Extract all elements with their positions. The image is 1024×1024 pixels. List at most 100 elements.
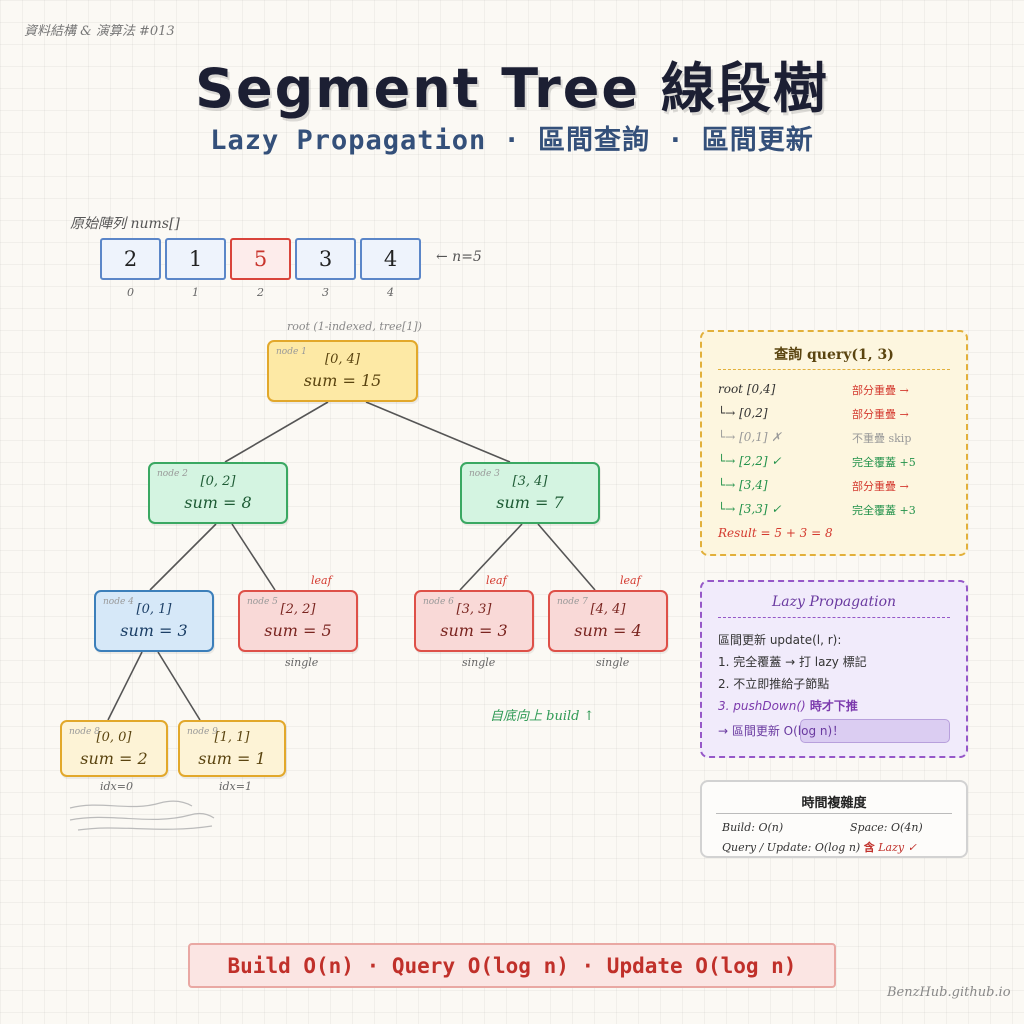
leaf-tag: leaf (486, 574, 507, 587)
idx-tag: idx=1 (219, 780, 252, 793)
node-sum: sum = 7 (496, 493, 564, 512)
tree-node-3: node 3 [3, 4] sum = 7 (460, 462, 600, 524)
lazy-panel-title: Lazy Propagation (771, 594, 897, 610)
array-index: 4 (387, 286, 394, 299)
node-id: node 2 (157, 469, 188, 479)
node-id: node 9 (187, 727, 218, 737)
node-id: node 1 (276, 347, 307, 357)
node-id: node 6 (423, 597, 454, 607)
single-tag: single (285, 656, 319, 669)
build-note: 自底向上 build ↑ (490, 709, 595, 724)
tree-node-7: node 7 [4, 4] sum = 4 (548, 590, 668, 652)
edge-3-6 (459, 523, 523, 591)
query-status: 完全覆蓋 +5 (852, 456, 916, 469)
query-status: 部分重疊 → (852, 480, 909, 493)
node-sum: sum = 5 (264, 621, 332, 640)
complexity-card: 時間複雜度 Build: O(n) Space: O(4n) Query / U… (700, 780, 968, 858)
complexity-build: Build: O(n) (722, 821, 784, 834)
signature: BenzHub.github.io (887, 985, 1011, 1000)
leaf-tag: leaf (620, 574, 641, 587)
series-tag: 資料結構 & 演算法 #013 (24, 24, 175, 39)
node-range: [3, 4] (512, 474, 548, 489)
edge-4-8 (107, 651, 143, 721)
tree-node-6: node 6 [3, 3] sum = 3 (414, 590, 534, 652)
query-panel: 查詢 query(1, 3) root [0,4] 部分重疊 → └→ [0,2… (700, 330, 968, 556)
array-index: 1 (192, 286, 199, 299)
node-id: node 8 (69, 727, 100, 737)
node-range: [0, 4] (325, 352, 360, 367)
divider (718, 369, 950, 370)
node-id: node 7 (557, 597, 588, 607)
node-id: node 3 (469, 469, 500, 479)
complexity-lazy-word: Lazy ✓ (878, 841, 917, 854)
array-label: 原始陣列 nums[] (70, 216, 180, 232)
array-cell-highlighted: 5 (230, 238, 291, 280)
array-index: 3 (322, 286, 329, 299)
divider (718, 617, 950, 618)
node-sum: sum = 1 (198, 748, 266, 768)
tree-node-9: node 9 [1, 1] sum = 1 (178, 720, 286, 777)
edge-2-5 (231, 523, 276, 591)
node-sum: sum = 8 (184, 493, 252, 512)
array-cell: 3 (295, 238, 356, 280)
query-row: └→ [2,2] ✓ 完全覆蓋 +5 (718, 454, 954, 469)
array-index: 2 (257, 286, 264, 299)
edge-1-2 (224, 401, 329, 463)
node-sum: sum = 4 (574, 621, 642, 640)
node-id: node 4 (103, 597, 134, 607)
complexity-lazy-prefix: 含 (863, 841, 875, 854)
sketch-scribble (77, 825, 213, 831)
array-index: 0 (127, 286, 134, 299)
edge-1-3 (365, 401, 511, 463)
tree-node-2: node 2 [0, 2] sum = 8 (148, 462, 288, 524)
node-range: [0, 2] (200, 474, 236, 489)
query-path: └→ [0,2] (718, 406, 768, 420)
node-range: [0, 0] (96, 729, 132, 745)
node-sum: sum = 15 (303, 371, 382, 390)
node-id: node 5 (247, 597, 278, 607)
query-row: └→ [3,3] ✓ 完全覆蓋 +3 (718, 502, 954, 517)
idx-tag: idx=0 (100, 780, 133, 793)
edge-3-7 (537, 523, 596, 591)
array-cell: 2 (100, 238, 161, 280)
query-path: └→ [3,3] ✓ (718, 502, 782, 516)
edge-4-9 (157, 651, 201, 721)
query-result: Result = 5 + 3 = 8 (718, 526, 833, 540)
pushdown-fn: 3. pushDown() (718, 699, 806, 713)
lazy-line: 1. 完全覆蓋 → 打 lazy 標記 (718, 655, 867, 669)
query-status: 完全覆蓋 +3 (852, 504, 916, 517)
single-tag: single (596, 656, 630, 669)
leaf-tag: leaf (311, 574, 332, 587)
sketch-scribble (69, 800, 193, 809)
query-row: └→ [0,1] ✗ 不重疊 skip (718, 430, 954, 445)
node-range: [4, 4] (590, 602, 626, 617)
node-range: [3, 3] (456, 602, 492, 617)
complexity-space: Space: O(4n) (850, 821, 923, 834)
sketch-scribble (69, 812, 215, 821)
node-range: [1, 1] (214, 729, 250, 745)
lazy-panel: Lazy Propagation 區間更新 update(l, r): 1. 完… (700, 580, 968, 758)
complexity-title: 時間複雜度 (801, 796, 867, 811)
pushdown-text: 時才下推 (805, 699, 858, 713)
query-row: root [0,4] 部分重疊 → (718, 382, 954, 397)
query-path: root [0,4] (718, 382, 776, 396)
array-cell: 1 (165, 238, 226, 280)
highlight-marker (800, 719, 950, 743)
edge-2-4 (149, 523, 217, 591)
tree-node-4: node 4 [0, 1] sum = 3 (94, 590, 214, 652)
single-tag: single (462, 656, 496, 669)
query-status: 部分重疊 → (852, 384, 909, 397)
root-note: root (1-indexed, tree[1]) (287, 320, 422, 333)
tree-node-8: node 8 [0, 0] sum = 2 (60, 720, 168, 777)
query-path: └→ [3,4] (718, 478, 768, 492)
node-sum: sum = 3 (120, 621, 188, 640)
page-title: Segment Tree 線段樹 (195, 57, 829, 120)
node-range: [2, 2] (280, 602, 316, 617)
complexity-query-update: Query / Update: O(log n) 含 Lazy ✓ (722, 839, 917, 855)
query-status: 部分重疊 → (852, 408, 909, 421)
query-row: └→ [0,2] 部分重疊 → (718, 406, 954, 421)
tree-node-5: node 5 [2, 2] sum = 5 (238, 590, 358, 652)
lazy-line: 區間更新 update(l, r): (718, 633, 842, 647)
query-path: └→ [0,1] ✗ (718, 430, 782, 444)
